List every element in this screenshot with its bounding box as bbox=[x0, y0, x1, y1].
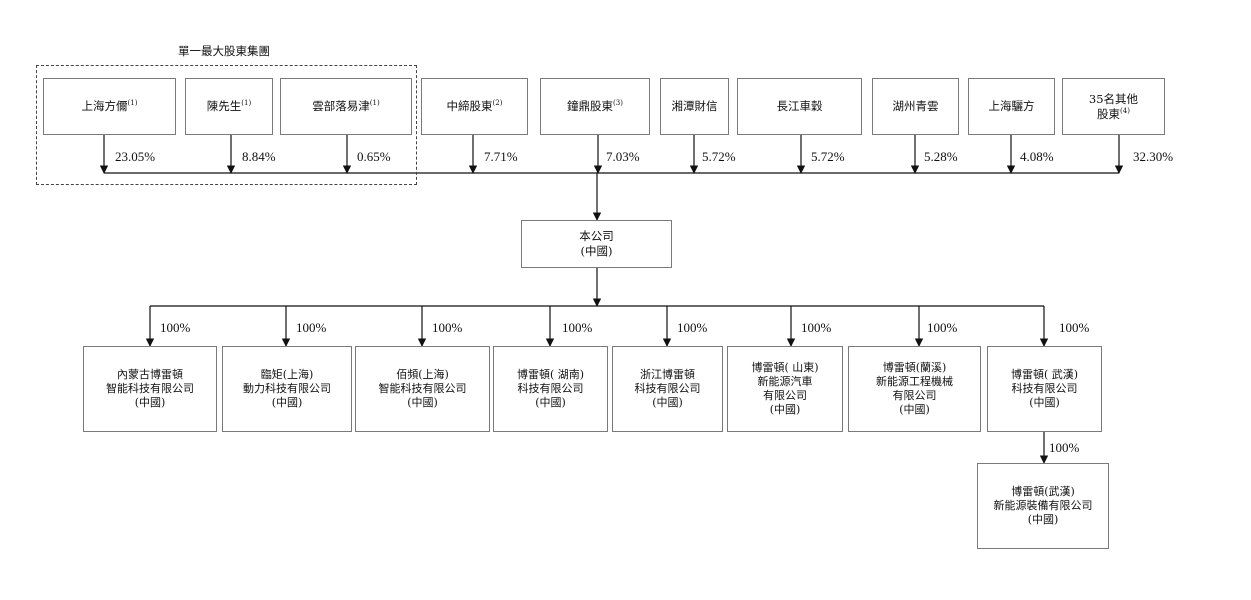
subsidiary-percentage: 100% bbox=[677, 320, 708, 335]
shareholding-percentage: 8.84% bbox=[242, 149, 276, 164]
subsidiary-percentage: 100% bbox=[432, 320, 463, 335]
company-box: 本公司 (中國) bbox=[521, 220, 672, 268]
shareholder-box: 鐘鼎股東(3) bbox=[540, 78, 650, 135]
subsidiary-box: 臨矩(上海) 動力科技有限公司 (中國) bbox=[222, 346, 352, 432]
shareholder-box: 湖州青雲 bbox=[872, 78, 959, 135]
subsidiary-box: 內蒙古博雷頓 智能科技有限公司 (中國) bbox=[83, 346, 217, 432]
sub-subsidiary-percentage: 100% bbox=[1049, 440, 1080, 455]
subsidiary-percentage: 100% bbox=[296, 320, 327, 335]
shareholder-box: 湘潭財信 bbox=[660, 78, 729, 135]
shareholding-percentage: 4.08% bbox=[1020, 149, 1054, 164]
subsidiary-box: 博雷頓(蘭溪) 新能源工程機械 有限公司 (中國) bbox=[848, 346, 981, 432]
largest-shareholder-group-outline bbox=[36, 65, 417, 185]
shareholding-percentage: 0.65% bbox=[357, 149, 391, 164]
subsidiary-box: 博雷頓( 湖南) 科技有限公司 (中國) bbox=[493, 346, 608, 432]
shareholder-box: 35名其他 股東(4) bbox=[1062, 78, 1165, 135]
shareholder-box: 陳先生(1) bbox=[185, 78, 273, 135]
subsidiary-percentage: 100% bbox=[1059, 320, 1090, 335]
subsidiary-box: 佰頻(上海) 智能科技有限公司 (中國) bbox=[355, 346, 490, 432]
subsidiary-box: 博雷頓( 武漢) 科技有限公司 (中國) bbox=[987, 346, 1102, 432]
subsidiary-box: 博雷頓( 山東) 新能源汽車 有限公司 (中國) bbox=[727, 346, 843, 432]
subsidiary-percentage: 100% bbox=[562, 320, 593, 335]
subsidiary-percentage: 100% bbox=[160, 320, 191, 335]
sub-subsidiary-box: 博雷頓(武漢) 新能源裝備有限公司 (中國) bbox=[977, 463, 1109, 549]
subsidiary-percentage: 100% bbox=[801, 320, 832, 335]
shareholding-percentage: 7.71% bbox=[484, 149, 518, 164]
shareholder-box: 雲部落易津(1) bbox=[280, 78, 412, 135]
shareholding-percentage: 32.30% bbox=[1133, 149, 1174, 164]
shareholder-box: 中締股東(2) bbox=[421, 78, 528, 135]
shareholding-percentage: 7.03% bbox=[606, 149, 640, 164]
subsidiary-box: 浙江博雷頓 科技有限公司 (中國) bbox=[612, 346, 723, 432]
shareholder-box: 上海驪方 bbox=[968, 78, 1055, 135]
shareholding-percentage: 5.72% bbox=[811, 149, 845, 164]
shareholding-percentage: 5.28% bbox=[924, 149, 958, 164]
shareholder-box: 長江車穀 bbox=[737, 78, 862, 135]
group-label: 單一最大股東集團 bbox=[178, 44, 270, 58]
shareholder-box: 上海方儞(1) bbox=[43, 78, 176, 135]
shareholding-percentage: 23.05% bbox=[115, 149, 156, 164]
subsidiary-percentage: 100% bbox=[927, 320, 958, 335]
shareholding-percentage: 5.72% bbox=[702, 149, 736, 164]
